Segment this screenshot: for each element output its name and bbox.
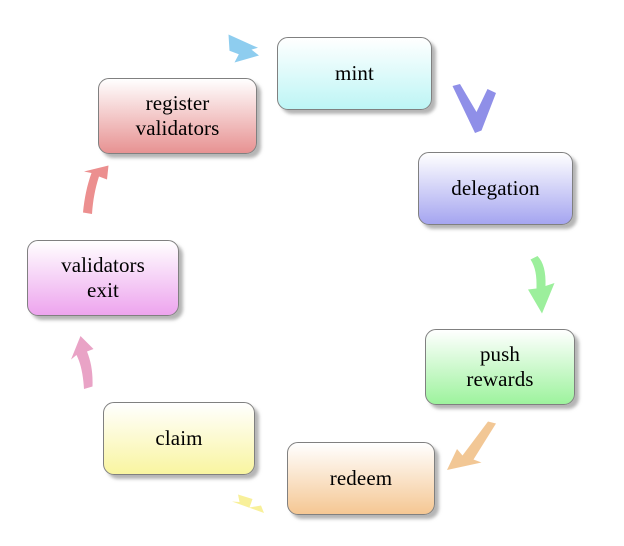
arrow-claim-to-validators-exit-shape [71, 336, 94, 389]
node-delegation-label: delegation [451, 176, 540, 201]
node-redeem-label: redeem [329, 466, 393, 491]
arrow-push-rewards-to-redeem-shape [447, 421, 496, 470]
node-claim[interactable]: claim [103, 402, 255, 475]
arrow-redeem-to-claim [232, 494, 264, 513]
node-register-validators[interactable]: register validators [98, 78, 257, 154]
node-claim-label: claim [155, 426, 203, 451]
node-delegation[interactable]: delegation [418, 152, 573, 225]
arrow-redeem-to-claim-shape [232, 494, 264, 513]
arrow-validators-exit-to-register-shape [83, 165, 109, 214]
node-validators-exit-label: validators exit [61, 253, 145, 302]
arrow-mint-to-delegation [452, 84, 496, 133]
arrow-delegation-to-push-rewards [528, 256, 555, 314]
arrow-push-rewards-to-redeem [447, 421, 496, 470]
arrow-validators-exit-to-register [83, 165, 109, 214]
node-redeem[interactable]: redeem [287, 442, 435, 515]
node-push-rewards[interactable]: push rewards [425, 329, 575, 405]
node-push-rewards-label: push rewards [466, 342, 534, 391]
arrow-register-to-mint-shape [228, 34, 259, 63]
node-mint-label: mint [335, 61, 374, 86]
arrow-mint-to-delegation-shape [452, 84, 496, 133]
node-register-validators-label: register validators [135, 91, 220, 140]
arrow-register-to-mint [228, 34, 259, 63]
node-mint[interactable]: mint [277, 37, 432, 110]
arrow-claim-to-validators-exit [71, 336, 94, 389]
arrow-delegation-to-push-rewards-shape [528, 256, 555, 314]
node-validators-exit[interactable]: validators exit [27, 240, 179, 316]
